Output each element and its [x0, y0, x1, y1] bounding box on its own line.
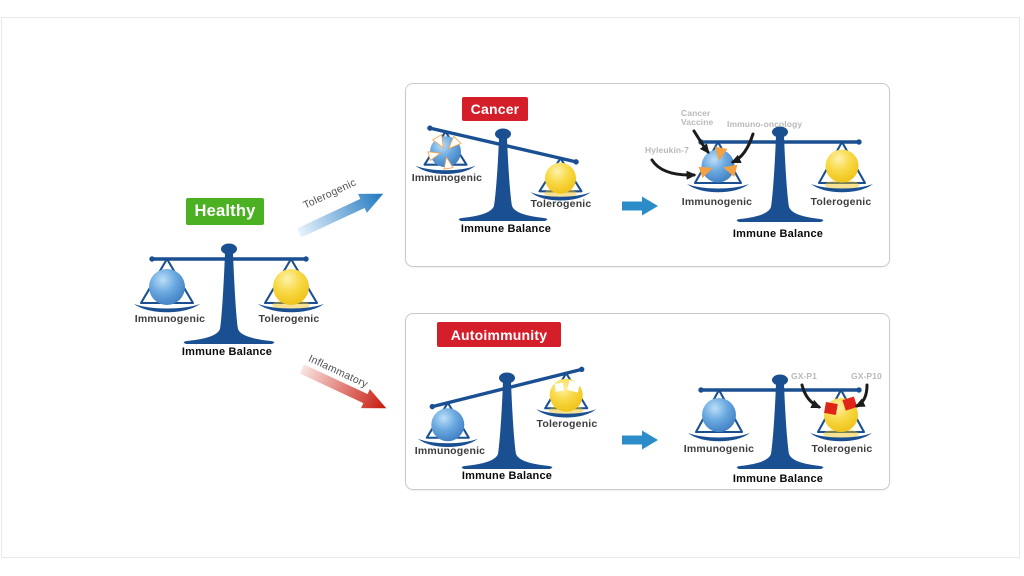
hyleukin7-annotation: Hyleukin-7 — [645, 145, 689, 155]
balance-scale-cancer-before — [415, 125, 591, 221]
inflammatory-arrow-icon — [299, 364, 387, 409]
auto-after-immunogenic-label: Immunogenic — [683, 443, 755, 455]
healthy-immunogenic-label: Immunogenic — [134, 313, 206, 325]
cancer-after-immune-balance-label: Immune Balance — [732, 228, 824, 240]
cancer-vaccine-annotation: Cancer Vaccine — [681, 108, 714, 127]
cancer-after-immunogenic-label: Immunogenic — [681, 196, 753, 208]
arrow-right-icon — [622, 430, 658, 450]
autoimmunity-panel — [405, 313, 890, 490]
auto-before-tolerogenic-label: Tolerogenic — [536, 418, 598, 430]
cancer-panel — [405, 83, 890, 267]
balance-scale-healthy — [134, 243, 324, 344]
arrow-right-icon — [622, 196, 658, 216]
healthy-badge: Healthy — [186, 198, 264, 225]
tolerogenic-arrow-icon — [296, 193, 384, 238]
healthy-tolerogenic-label: Tolerogenic — [258, 313, 320, 325]
auto-after-tolerogenic-label: Tolerogenic — [811, 443, 873, 455]
healthy-immune-balance-label: Immune Balance — [181, 346, 273, 358]
immuno-oncology-annotation: Immuno-oncology — [727, 119, 803, 129]
cancer-before-immune-balance-label: Immune Balance — [460, 223, 552, 235]
cancer-before-immunogenic-label: Immunogenic — [411, 172, 483, 184]
balance-scale-cancer-after — [650, 126, 873, 222]
balance-scale-auto-before — [417, 366, 597, 469]
cancer-before-tolerogenic-label: Tolerogenic — [530, 198, 592, 210]
gx-p1-annotation: GX-P1 — [791, 371, 818, 381]
auto-before-immunogenic-label: Immunogenic — [414, 445, 486, 457]
cancer-after-tolerogenic-label: Tolerogenic — [810, 196, 872, 208]
autoimmunity-badge: Autoimmunity — [437, 322, 561, 347]
gx-p10-annotation: GX-P10 — [851, 371, 882, 381]
cancer-badge: Cancer — [462, 97, 528, 121]
balance-scale-auto-after — [688, 374, 872, 469]
auto-after-immune-balance-label: Immune Balance — [732, 473, 824, 485]
auto-before-immune-balance-label: Immune Balance — [461, 470, 553, 482]
